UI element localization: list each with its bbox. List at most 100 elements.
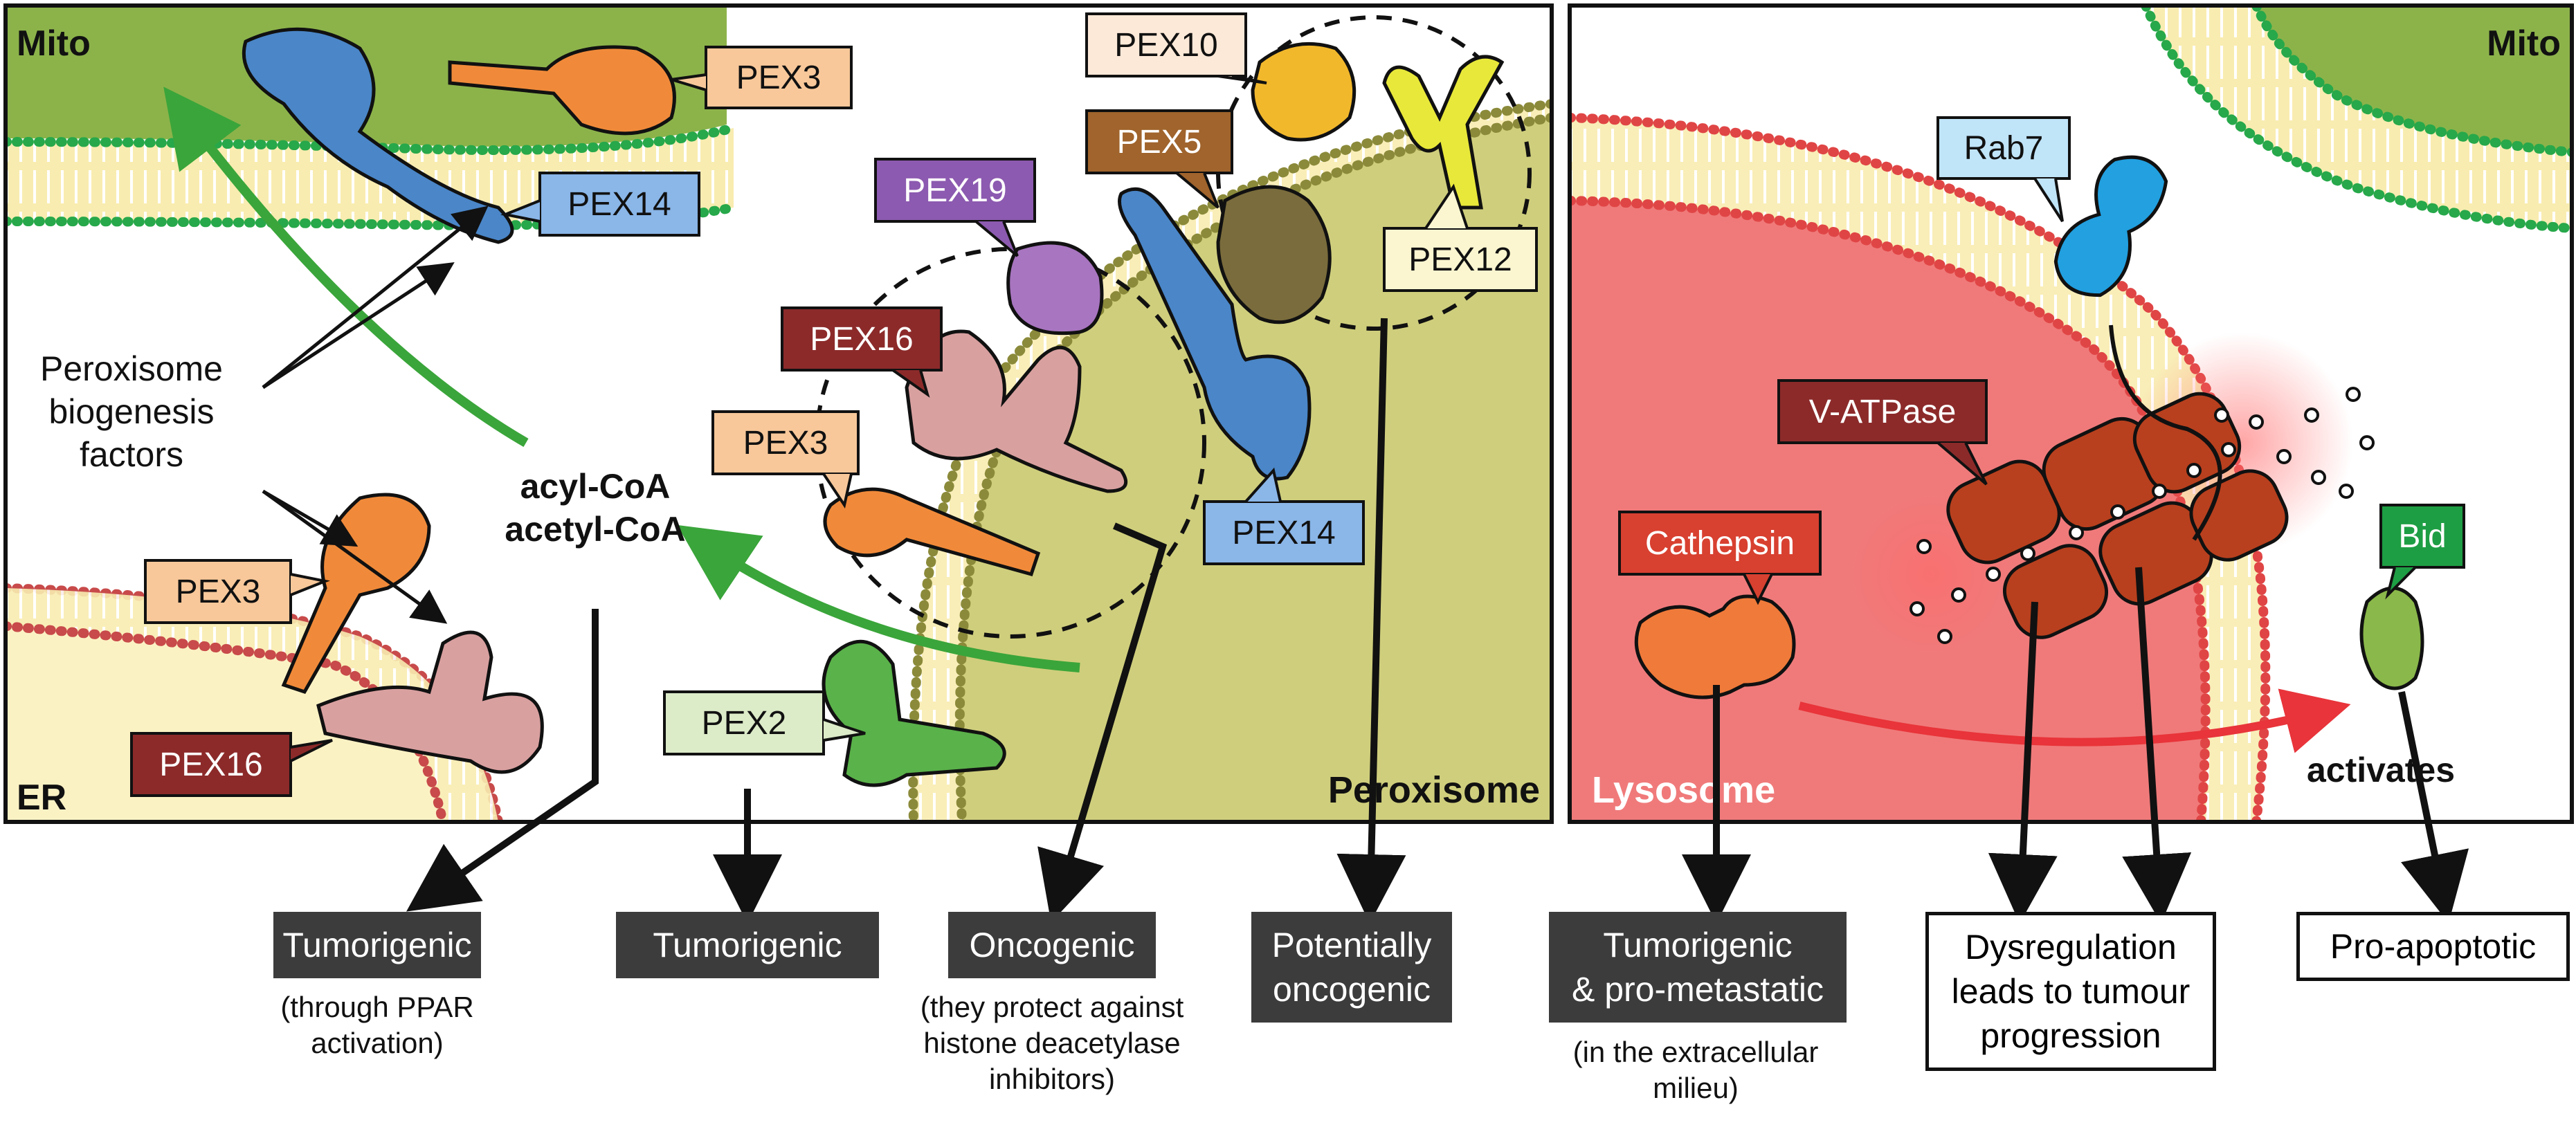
callout-pex14-mito — [500, 172, 700, 237]
outcome-label: Pro-apoptotic — [2330, 927, 2537, 966]
label-rab7: Rab7 — [1964, 130, 2044, 167]
label-pex16: PEX16 — [810, 321, 913, 358]
label-v-atpase: V-ATPase — [1809, 394, 1957, 430]
outcome-label: Oncogenic — [969, 926, 1135, 964]
note-line: inhibitors) — [988, 1063, 1116, 1095]
callout-bid — [2379, 504, 2465, 600]
proton-dots — [1910, 387, 2375, 644]
outcome-note-milieu: (in the extracellular milieu) — [1536, 1034, 1855, 1106]
callout-cathepsin — [1618, 511, 1822, 605]
mito-label-right: Mito — [2487, 24, 2561, 64]
outcome-label: oncogenic — [1273, 970, 1431, 1009]
biogenesis-arrow-1 — [262, 262, 455, 390]
note-line: milieu) — [1653, 1072, 1739, 1104]
flow-arrow-to-cytosol — [677, 524, 1080, 672]
biogenesis-arrow-4 — [262, 489, 448, 624]
label-pex14: PEX14 — [1232, 515, 1335, 551]
outcome-label: Potentially — [1271, 926, 1432, 964]
label-pex3-er: PEX3 — [176, 574, 261, 610]
note-line: activation) — [311, 1027, 444, 1059]
callout-pex19 — [874, 158, 1036, 257]
pex10-shape — [1251, 42, 1357, 142]
outcome-tumorigenic-pex2: Tumorigenic — [616, 912, 879, 978]
activates-label: activates — [2307, 751, 2455, 789]
cathepsin-shape — [1634, 594, 1796, 699]
biogenesis-arrow-2 — [262, 205, 489, 389]
callout-pex3 — [711, 410, 860, 509]
outcome-dysregulation: Dysregulation leads to tumour progressio… — [1925, 912, 2216, 1071]
label-pex12: PEX12 — [1408, 241, 1512, 278]
outcome-label: leads to tumour — [1951, 972, 2190, 1011]
outcome-label: progression — [1980, 1016, 2161, 1055]
callout-v-atpase — [1777, 379, 1988, 486]
pex2-shape — [822, 639, 1006, 787]
er-region — [6, 626, 443, 822]
er-label: ER — [17, 778, 66, 818]
mito-label-left: Mito — [17, 24, 91, 64]
outcome-label: Tumorigenic — [282, 926, 472, 964]
outcome-tumorigenic-ppar: Tumorigenic — [273, 912, 481, 978]
bid-shape — [2359, 586, 2424, 690]
callout-pex16-er — [130, 732, 333, 797]
left-panel-border — [3, 3, 1554, 824]
outcome-arrows — [406, 318, 2469, 924]
pex3-shape — [823, 487, 1041, 577]
label-bid: Bid — [2398, 518, 2446, 555]
outcome-label: & pro-metastatic — [1571, 970, 1824, 1009]
outcome-label: Dysregulation — [1965, 928, 2177, 966]
callout-pex3-er — [144, 559, 330, 624]
callout-rab7 — [1936, 116, 2071, 223]
callout-pex5 — [1085, 109, 1233, 209]
outcome-oncogenic: Oncogenic — [948, 912, 1156, 978]
biogenesis-line-1: Peroxisome — [40, 349, 223, 388]
metabolite-acyl-coa: acyl-CoA — [520, 467, 671, 506]
pex14-mito-shape — [242, 27, 514, 244]
note-line: histone deacetylase — [923, 1027, 1181, 1059]
outcome-pro-apoptotic: Pro-apoptotic — [2296, 912, 2570, 981]
mito-region-right — [2256, 6, 2572, 152]
biogenesis-line-2: biogenesis — [48, 392, 214, 431]
peroxisome-region — [959, 118, 1552, 822]
right-panel: Rab7 V-ATPase Cathepsin Bid Mito Lysosom… — [1570, 6, 2572, 822]
ring-complex-circle — [1216, 15, 1532, 331]
metabolite-acetyl-coa: acetyl-CoA — [505, 510, 685, 549]
pex12-shape — [1382, 55, 1505, 210]
label-pex2: PEX2 — [702, 705, 787, 742]
left-panel: PEX3 PEX14 PEX3 PEX16 PEX10 PEX5 PEX12 P… — [6, 6, 1552, 822]
outcome-label: Tumorigenic — [653, 926, 842, 964]
callout-pex10 — [1085, 12, 1267, 84]
label-pex16-er: PEX16 — [159, 746, 262, 783]
callout-pex12 — [1383, 183, 1538, 292]
note-line: (through PPAR — [280, 991, 474, 1023]
pex3-mito-shape — [448, 45, 676, 136]
callout-pex2 — [663, 690, 866, 755]
activates-arrow — [1798, 688, 2351, 753]
biogenesis-line-3: factors — [80, 435, 183, 474]
rab7-shape — [2053, 155, 2168, 297]
pex5-shape — [1216, 185, 1332, 324]
pex16-shape — [905, 329, 1128, 493]
callout-pex16 — [781, 306, 943, 398]
label-pex5: PEX5 — [1117, 124, 1202, 161]
pex19-shape — [1006, 241, 1104, 336]
outcome-potentially-oncogenic: Potentially oncogenic — [1251, 912, 1452, 1023]
flow-arrow-to-mito — [163, 86, 529, 448]
right-panel-border — [1568, 3, 2574, 824]
label-pex10: PEX10 — [1114, 27, 1217, 64]
label-pex3-mito: PEX3 — [736, 59, 822, 96]
label-cathepsin: Cathepsin — [1645, 525, 1795, 562]
pex16-er-shape — [316, 630, 544, 774]
peroxisome-label: Peroxisome — [1328, 769, 1540, 811]
callout-pex14 — [1203, 467, 1365, 565]
outcome-label: Tumorigenic — [1603, 926, 1793, 964]
callout-pex3-mito — [671, 46, 853, 109]
label-pex19: PEX19 — [903, 172, 1006, 209]
label-pex3: PEX3 — [743, 425, 828, 461]
note-line: (they protect against — [920, 991, 1184, 1023]
note-line: (in the extracellular — [1572, 1036, 1819, 1068]
outcome-note-oncogenic: (they protect against histone deacetylas… — [893, 989, 1211, 1097]
label-pex14-mito: PEX14 — [568, 186, 671, 223]
lysosome-label: Lysosome — [1592, 769, 1775, 811]
outcome-tumorigenic-metastatic: Tumorigenic & pro-metastatic — [1549, 912, 1847, 1023]
